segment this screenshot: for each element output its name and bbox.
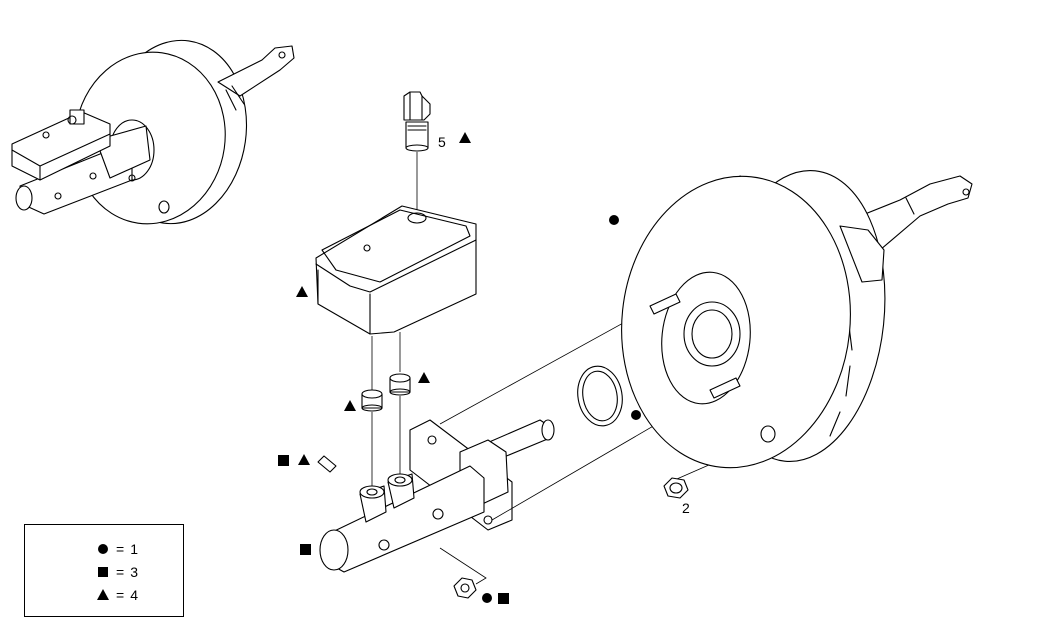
- brake-booster: [621, 169, 973, 469]
- square-marker: [498, 593, 509, 604]
- square-marker: [300, 544, 311, 555]
- triangle-marker: [296, 286, 308, 297]
- vacuum-plug: [663, 477, 689, 499]
- triangle-marker: [298, 454, 310, 465]
- legend-value: 4: [130, 587, 138, 603]
- inset-assembled-view: [11, 39, 295, 225]
- triangle-marker: [344, 400, 356, 411]
- seal-ring: [577, 365, 623, 427]
- square-symbol: [98, 567, 108, 577]
- legend-equals: =: [116, 564, 125, 580]
- legend-equals: =: [116, 541, 125, 557]
- triangle-marker: [459, 132, 471, 143]
- triangle-symbol: [97, 589, 109, 600]
- pressure-sensor: [403, 91, 431, 152]
- legend-value: 3: [130, 564, 138, 580]
- callout-5: 5: [438, 134, 446, 150]
- pin: [317, 455, 337, 473]
- legend-value: 1: [130, 541, 138, 557]
- callout-2: 2: [682, 500, 690, 516]
- master-cylinder: [319, 419, 555, 573]
- reservoir-grommets: [361, 373, 411, 412]
- circle-marker: [482, 593, 492, 603]
- mounting-nut: [453, 577, 477, 599]
- legend-equals: =: [116, 587, 125, 603]
- triangle-marker: [418, 372, 430, 383]
- legend-row-circle: = 1: [96, 541, 138, 557]
- square-marker: [278, 455, 289, 466]
- circle-symbol: [98, 544, 108, 554]
- legend-row-square: = 3: [96, 564, 138, 580]
- fluid-reservoir: [315, 205, 477, 335]
- circle-marker: [631, 410, 641, 420]
- circle-marker: [609, 215, 619, 225]
- legend-row-triangle: = 4: [96, 587, 138, 603]
